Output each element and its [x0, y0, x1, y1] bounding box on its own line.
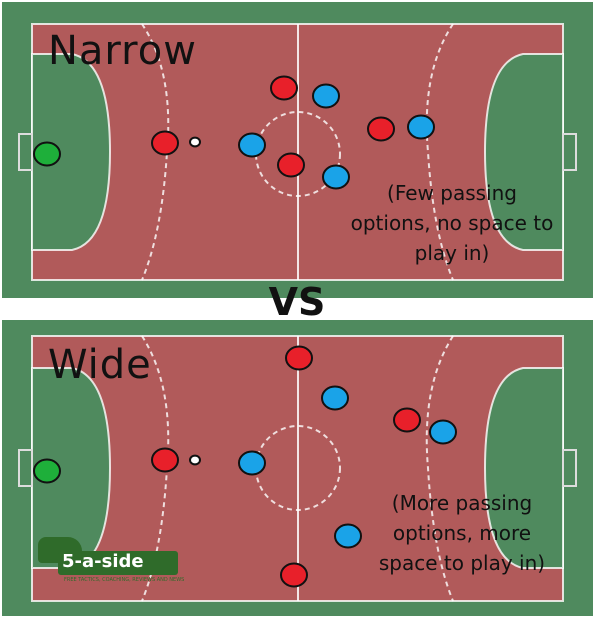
- top-red-player-4: [367, 116, 395, 142]
- top-blue-player-2: [238, 132, 266, 158]
- top-blue-player-1: [312, 83, 340, 109]
- note-narrow-line-1: (Few passing: [387, 181, 517, 205]
- bottom-goalkeeper: [33, 458, 61, 484]
- bottom-blue-player-3: [429, 419, 457, 445]
- logo-badge: [58, 551, 178, 575]
- note-narrow-line-2: options, no space to: [350, 211, 554, 235]
- note-wide-line-1: (More passing: [391, 491, 533, 515]
- bottom-red-player-4: [280, 562, 308, 588]
- top-red-player-3: [277, 152, 305, 178]
- top-ball: [189, 136, 201, 148]
- bottom-blue-player-2: [238, 450, 266, 476]
- court-narrow-pitch: [2, 2, 593, 298]
- logo-text: 5-a-side: [62, 551, 144, 572]
- note-narrow-line-3: play in): [414, 241, 490, 265]
- top-goalkeeper: [33, 141, 61, 167]
- court-narrow: Narrow (Few passing options, no space to…: [2, 2, 593, 298]
- note-wide-line-2: options, more: [392, 521, 532, 545]
- logo-tagline: FREE TACTICS, COACHING, REVIEWS AND NEWS: [64, 577, 185, 583]
- bottom-ball: [189, 454, 201, 466]
- note-wide-line-3: space to play in): [378, 551, 546, 575]
- bottom-red-player-2: [151, 447, 179, 473]
- note-wide: (More passing options, more space to pla…: [362, 488, 562, 578]
- bottom-red-player-3: [393, 407, 421, 433]
- title-wide: Wide: [48, 342, 152, 388]
- top-red-player-1: [270, 75, 298, 101]
- top-red-player-2: [151, 130, 179, 156]
- vs-label: VS: [268, 280, 326, 324]
- five-a-side-logo: 5-a-side FREE TACTICS, COACHING, REVIEWS…: [38, 537, 185, 585]
- bottom-red-player-1: [285, 345, 313, 371]
- title-narrow: Narrow: [48, 28, 197, 74]
- top-blue-player-3: [322, 164, 350, 190]
- top-blue-player-4: [407, 114, 435, 140]
- note-narrow: (Few passing options, no space to play i…: [342, 178, 562, 268]
- bottom-blue-player-4: [334, 523, 362, 549]
- bottom-blue-player-1: [321, 385, 349, 411]
